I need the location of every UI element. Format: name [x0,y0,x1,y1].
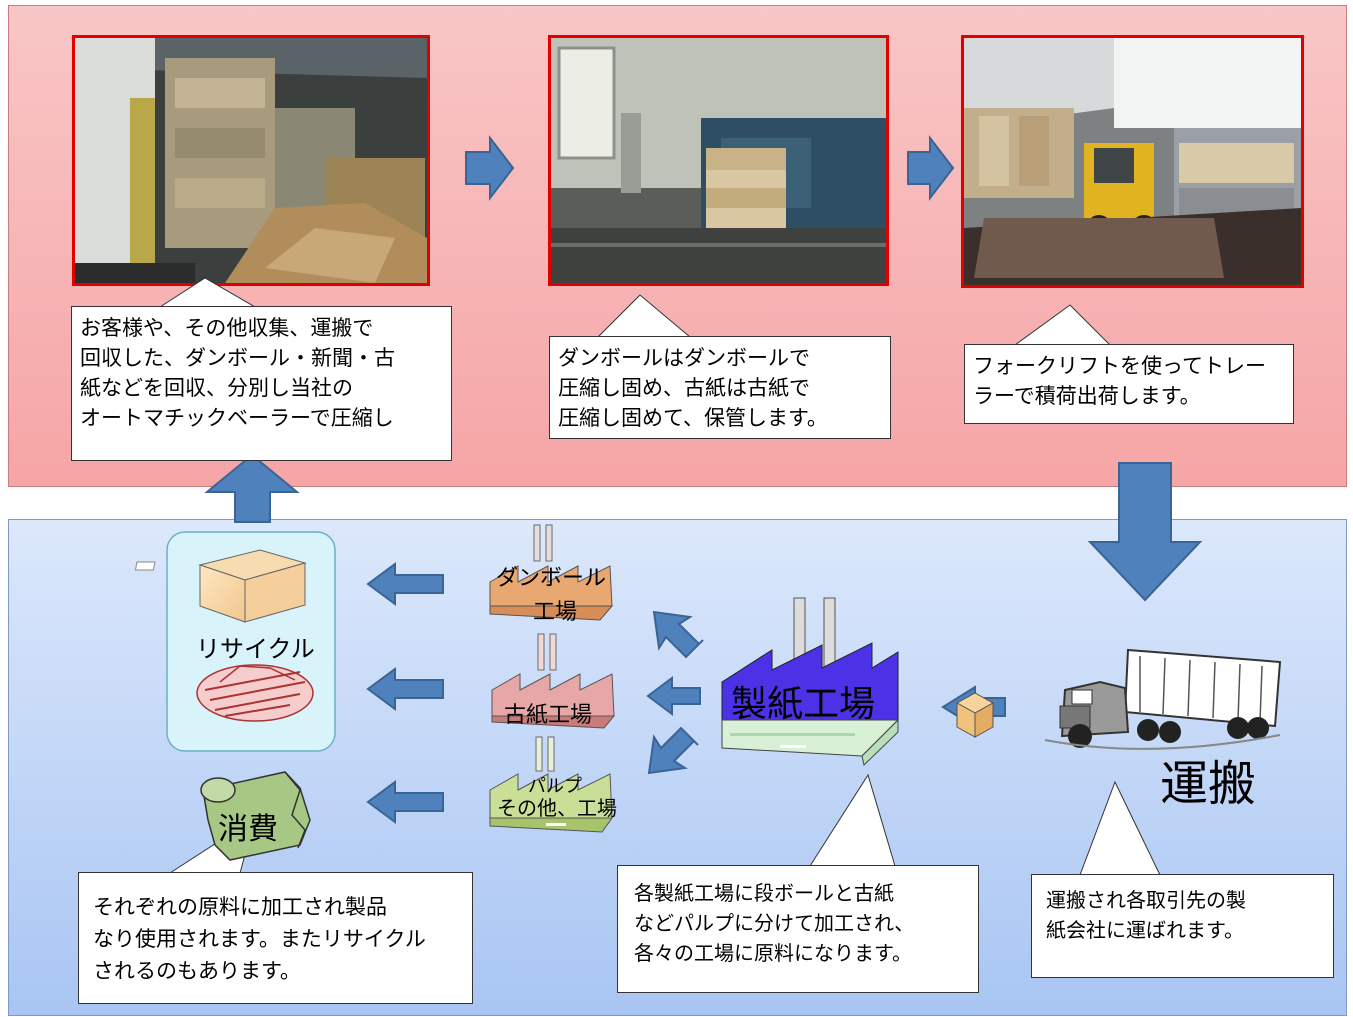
transport-callout: 運搬され各取引先の製 紙会社に運ばれます。 [1031,874,1334,978]
up-left-arrow-icon [652,610,704,659]
baler-photo [548,35,889,286]
left-arrow-icon [366,562,444,606]
toilet-paper-icon [200,771,311,861]
consume-label: 消費 [218,812,278,847]
left-arrow-icon [646,676,701,716]
transport-label: 運搬 [1160,756,1257,812]
forklift-photo [961,35,1304,288]
collected-cardboard-photo [72,35,430,286]
left-arrow-icon [366,780,444,824]
compress-callout: ダンボールはダンボールで 圧縮し固め、古紙は古紙で 圧縮し固めて、保管します。 [549,336,891,439]
paper-mill-label: 製紙工場 [731,684,876,725]
cardboard-box-small-icon [955,692,995,738]
wastepaper-factory-label: 古紙工場 [504,703,593,728]
cardboard-factory-icon [489,524,614,621]
cardboard-factory-label-1: ダンボール [496,566,607,591]
consume-callout: それぞれの原料に加工され製品 なり使用されます。またリサイクル されるのもありま… [78,872,473,1004]
collect-callout: お客様や、その他収集、運搬で 回収した、ダンボール・新聞・古 紙などを回収、分別… [71,306,452,461]
down-arrow-icon [1087,462,1203,602]
right-arrow-icon [465,135,515,201]
recycle-label: リサイクル [196,635,315,663]
paper-mill-callout: 各製紙工場に段ボールと古紙 などパルプに分けて加工され、 各々の工場に原料になり… [617,865,979,993]
pulp-factory-label-2: その他、工場 [497,796,617,820]
down-left-arrow-icon [647,726,699,775]
wastepaper-factory-icon [491,633,616,729]
pulp-factory-icon [489,736,613,833]
forklift-callout: フォークリフトを使ってトレー ラーで積荷出荷します。 [964,344,1294,424]
cardboard-factory-label-2: 工場 [533,600,578,625]
truck-icon [1044,648,1282,750]
newspaper-icon [196,664,314,722]
cardboard-box-icon [134,549,307,623]
right-arrow-icon [907,135,955,201]
left-arrow-icon [366,667,444,711]
up-arrow-icon [204,453,300,523]
paper-mill-icon [721,597,900,766]
pulp-factory-label-1: パルプ [528,776,582,797]
